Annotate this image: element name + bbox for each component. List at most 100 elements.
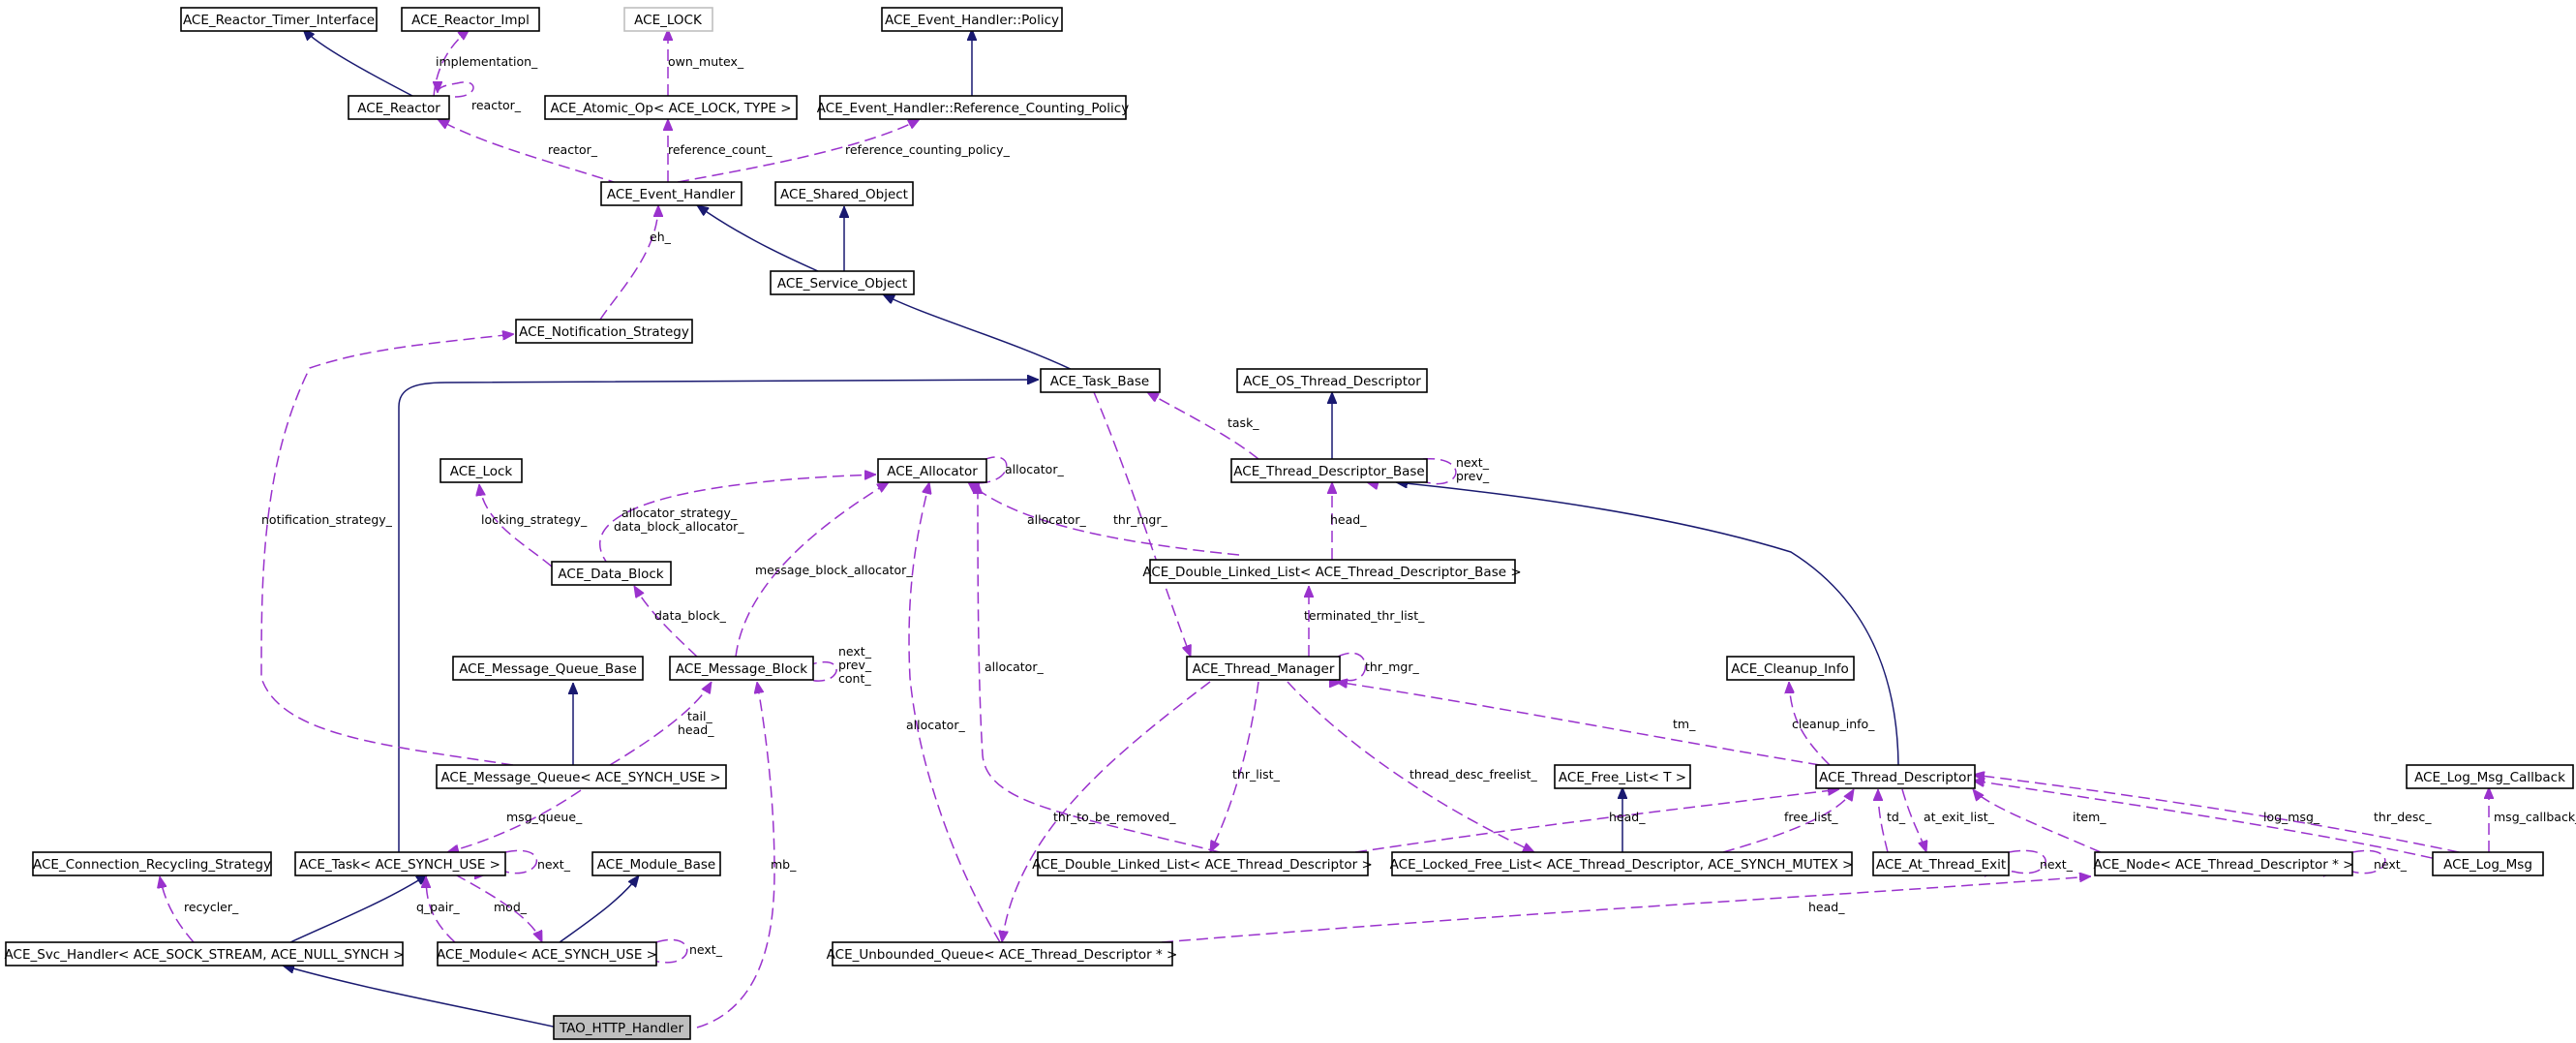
label-thread-desc-freelist: thread_desc_freelist_ — [1409, 767, 1537, 782]
node-tao-http-handler[interactable]: TAO_HTTP_Handler — [553, 1015, 691, 1040]
edge-labels: implementation_ reactor_ own_mutex_ reac… — [184, 54, 2576, 957]
inheritance-edges — [283, 29, 1899, 1028]
svg-text:ACE_Module_Base: ACE_Module_Base — [597, 857, 715, 873]
svg-text:ACE_Task_Base: ACE_Task_Base — [1050, 374, 1149, 389]
edge-tao-to-svc-handler — [283, 966, 559, 1028]
label-td: td_ — [1887, 810, 1906, 824]
svg-text:ACE_Task< ACE_SYNCH_USE >: ACE_Task< ACE_SYNCH_USE > — [299, 857, 500, 873]
edge-head-unbounded — [1161, 876, 2091, 943]
label-data-block: data_block_ — [654, 608, 727, 623]
svg-text:ACE_Atomic_Op< ACE_LOCK, TYPE: ACE_Atomic_Op< ACE_LOCK, TYPE > — [550, 101, 791, 116]
node-at-thread-exit[interactable]: ACE_At_Thread_Exit — [1872, 851, 2010, 876]
label-reference-count: reference_count_ — [668, 142, 773, 157]
node-shared-object[interactable]: ACE_Shared_Object — [774, 181, 914, 206]
node-double-linked-list-td[interactable]: ACE_Double_Linked_List< ACE_Thread_Descr… — [1032, 851, 1373, 876]
node-allocator[interactable]: ACE_Allocator — [877, 458, 987, 483]
label-thr-mgr-self: thr_mgr_ — [1365, 660, 1419, 674]
node-event-handler[interactable]: ACE_Event_Handler — [600, 181, 742, 206]
node-double-linked-list-tdb[interactable]: ACE_Double_Linked_List< ACE_Thread_Descr… — [1142, 559, 1522, 584]
label-notification-strategy: notification_strategy_ — [261, 512, 393, 527]
label-msg-queue: msg_queue_ — [506, 810, 583, 824]
node-task[interactable]: ACE_Task< ACE_SYNCH_USE > — [294, 851, 506, 876]
svg-text:ACE_Service_Object: ACE_Service_Object — [777, 276, 907, 291]
svg-text:ACE_Svc_Handler< ACE_SOCK_STRE: ACE_Svc_Handler< ACE_SOCK_STREAM, ACE_NU… — [5, 947, 405, 963]
label-task-next: next_ — [537, 857, 571, 872]
edge-node-next — [2323, 849, 2386, 876]
node-message-queue[interactable]: ACE_Message_Queue< ACE_SYNCH_USE > — [436, 764, 727, 789]
svg-text:ACE_Lock: ACE_Lock — [450, 464, 513, 479]
node-log-msg-callback[interactable]: ACE_Log_Msg_Callback — [2406, 764, 2574, 789]
label-reactor-self: reactor_ — [471, 98, 522, 112]
node-cleanup-info[interactable]: ACE_Cleanup_Info — [1726, 656, 1855, 681]
label-item: item_ — [2073, 810, 2106, 824]
node-ace-lock[interactable]: ACE_Lock — [439, 458, 523, 483]
node-log-msg[interactable]: ACE_Log_Msg — [2432, 851, 2544, 876]
node-ace-lock-template[interactable]: ACE_LOCK — [623, 7, 713, 32]
node-thread-descriptor[interactable]: ACE_Thread_Descriptor — [1815, 764, 1976, 789]
svg-text:ACE_Message_Block: ACE_Message_Block — [676, 661, 807, 677]
node-locked-free-list[interactable]: ACE_Locked_Free_List< ACE_Thread_Descrip… — [1390, 851, 1854, 876]
label-msg-callback: msg_callback_ — [2494, 810, 2576, 824]
svg-text:ACE_Allocator: ACE_Allocator — [887, 464, 978, 479]
edge-log-msg — [1973, 781, 2450, 863]
label-free-list: free_list_ — [1784, 810, 1838, 824]
node-notification-strategy[interactable]: ACE_Notification_Strategy — [515, 319, 693, 344]
svg-text:ACE_Data_Block: ACE_Data_Block — [558, 567, 663, 582]
label-thr-mgr-task-base: thr_mgr_ — [1113, 512, 1167, 527]
node-atomic-op[interactable]: ACE_Atomic_Op< ACE_LOCK, TYPE > — [544, 95, 798, 120]
node-free-list[interactable]: ACE_Free_List< T > — [1554, 764, 1691, 789]
node-task-base[interactable]: ACE_Task_Base — [1040, 368, 1161, 393]
node-node-thread-descriptor[interactable]: ACE_Node< ACE_Thread_Descriptor * > — [2094, 851, 2354, 876]
node-module[interactable]: ACE_Module< ACE_SYNCH_USE > — [437, 941, 657, 966]
edge-thr-desc — [1973, 775, 2460, 853]
label-mb-next: next_ — [838, 644, 872, 659]
node-svc-handler[interactable]: ACE_Svc_Handler< ACE_SOCK_STREAM, ACE_NU… — [5, 941, 405, 966]
label-tm: tm_ — [1673, 717, 1696, 731]
node-reactor-timer-interface[interactable]: ACE_Reactor_Timer_Interface — [180, 7, 378, 32]
edge-message-block-allocator — [735, 482, 889, 658]
node-message-queue-base[interactable]: ACE_Message_Queue_Base — [452, 656, 644, 681]
edge-module-to-module-base — [559, 875, 639, 943]
edge-notification-strategy — [260, 334, 514, 766]
svg-text:ACE_Event_Handler::Policy: ACE_Event_Handler::Policy — [885, 13, 1059, 28]
edge-reference-counting-policy — [677, 118, 920, 183]
edge-thread-desc-freelist — [1287, 681, 1534, 853]
svg-text:ACE_Reactor_Impl: ACE_Reactor_Impl — [411, 13, 530, 28]
edge-reactor-from-eh — [438, 118, 621, 185]
edge-msg-queue — [447, 789, 582, 852]
label-mb-cont: cont_ — [838, 671, 871, 686]
node-reactor[interactable]: ACE_Reactor — [348, 95, 450, 120]
node-message-block[interactable]: ACE_Message_Block — [669, 656, 814, 681]
label-implementation: implementation_ — [436, 54, 538, 69]
node-thread-manager[interactable]: ACE_Thread_Manager — [1186, 656, 1341, 681]
node-unbounded-queue[interactable]: ACE_Unbounded_Queue< ACE_Thread_Descript… — [827, 941, 1178, 966]
node-module-base[interactable]: ACE_Module_Base — [591, 851, 721, 876]
svg-text:ACE_Node< ACE_Thread_Descripto: ACE_Node< ACE_Thread_Descriptor * > — [2094, 857, 2354, 873]
edge-svc-handler-to-task — [289, 874, 428, 943]
edge-reactor-to-timer-interface — [303, 29, 415, 98]
node-reference-counting-policy[interactable]: ACE_Event_Handler::Reference_Counting_Po… — [817, 95, 1129, 120]
label-head-unbounded: head_ — [1808, 900, 1845, 914]
node-reactor-impl[interactable]: ACE_Reactor_Impl — [401, 7, 540, 32]
label-thr-to-be-removed: thr_to_be_removed_ — [1053, 810, 1176, 824]
edge-data-block — [634, 586, 698, 658]
edge-reactor-self — [438, 82, 474, 98]
edge-at-exit-list — [1901, 788, 1926, 852]
label-allocator-strategy: allocator_strategy_ — [621, 506, 738, 520]
label-tail: tail_ — [687, 709, 713, 723]
svg-text:ACE_Reactor_Timer_Interface: ACE_Reactor_Timer_Interface — [183, 13, 375, 28]
svg-text:ACE_Event_Handler: ACE_Event_Handler — [607, 187, 736, 202]
node-thread-descriptor-base[interactable]: ACE_Thread_Descriptor_Base — [1230, 458, 1428, 483]
node-service-object[interactable]: ACE_Service_Object — [770, 270, 915, 295]
edge-tail — [609, 682, 712, 766]
label-mod: mod_ — [494, 900, 528, 914]
edge-allocator-mid — [978, 482, 1221, 853]
node-connection-recycling-strategy[interactable]: ACE_Connection_Recycling_Strategy — [32, 851, 272, 876]
svg-text:ACE_Reactor: ACE_Reactor — [357, 101, 440, 116]
node-data-block[interactable]: ACE_Data_Block — [551, 561, 672, 586]
label-allocator-left: allocator_ — [906, 718, 965, 732]
edge-mb — [696, 682, 775, 1028]
label-thr-desc: thr_desc_ — [2374, 810, 2432, 824]
node-event-handler-policy[interactable]: ACE_Event_Handler::Policy — [881, 7, 1063, 32]
node-os-thread-descriptor[interactable]: ACE_OS_Thread_Descriptor — [1236, 368, 1428, 393]
